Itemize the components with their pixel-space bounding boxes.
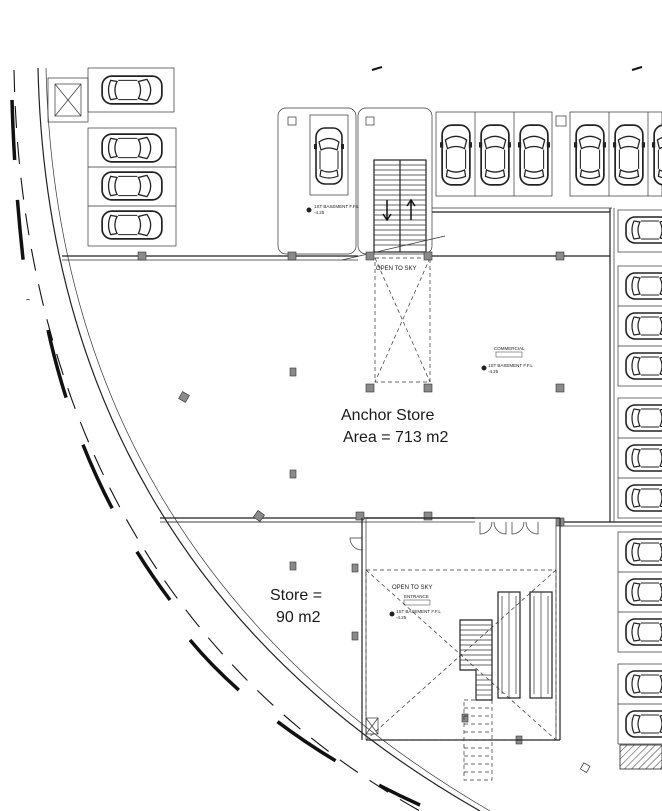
svg-text:-4.25: -4.25 [396, 615, 407, 620]
void-top: OPEN TO SKY [374, 257, 431, 383]
car-icon [440, 124, 472, 186]
anchor-store-name: Anchor Store [341, 407, 434, 424]
doors [349, 521, 539, 551]
svg-text:1ST BASEMENT F.F.L: 1ST BASEMENT F.F.L [314, 204, 359, 209]
car-icon [101, 133, 163, 163]
parking-right [617, 209, 662, 770]
arrow-down-icon [382, 200, 392, 222]
car-icon [625, 710, 662, 738]
parking-top-right [435, 111, 662, 197]
car-icon [479, 124, 511, 186]
commercial-marker: COMMERCIAL 1ST BASEMENT F.F.L -4.25 [481, 346, 533, 374]
car-icon [625, 484, 662, 512]
car-icon [625, 404, 662, 432]
car-icon [625, 312, 662, 340]
store-name: Store = [270, 587, 322, 604]
columns [137, 251, 591, 773]
car-icon [625, 670, 662, 698]
parking-bay-center: 1ST BASEMENT F.F.L -4.25 [277, 107, 359, 255]
parking-left [47, 67, 177, 247]
car-icon [101, 171, 163, 201]
car-icon [625, 578, 662, 606]
hatched-area [619, 744, 662, 770]
entrance-stairs [459, 619, 493, 781]
car-icon [613, 124, 645, 186]
svg-text:OPEN TO SKY: OPEN TO SKY [392, 585, 432, 591]
store-area: 90 m2 [276, 609, 321, 626]
svg-text:COMMERCIAL: COMMERCIAL [494, 346, 525, 351]
car-icon [518, 124, 550, 186]
car-icon [625, 352, 662, 380]
svg-text:-4.25: -4.25 [314, 210, 325, 215]
anchor-store-walls [62, 207, 662, 527]
arrow-up-icon [406, 198, 416, 220]
car-icon [625, 538, 662, 566]
car-icon [652, 124, 662, 186]
car-icon [625, 272, 662, 300]
entrance-lobby: OPEN TO SKY ENTRANCE 1ST BASEMENT F.F.L … [365, 517, 561, 741]
car-icon [314, 126, 344, 186]
escalators [497, 591, 553, 699]
car-icon [625, 444, 662, 472]
site-boundary [10, 67, 491, 811]
stair-core-top [341, 107, 446, 261]
store-room: Store = 90 m2 [168, 518, 367, 740]
svg-text:1ST BASEMENT F.F.L: 1ST BASEMENT F.F.L [396, 609, 441, 614]
car-icon [574, 124, 606, 186]
car-icon [625, 216, 662, 244]
level-marker: 1ST BASEMENT F.F.L -4.25 [306, 204, 359, 215]
svg-text:ENTRANCE: ENTRANCE [404, 594, 429, 599]
anchor-store-area: Area = 713 m2 [343, 429, 449, 446]
car-icon [101, 210, 163, 240]
car-icon [625, 618, 662, 646]
svg-text:1ST BASEMENT F.F.L: 1ST BASEMENT F.F.L [488, 363, 533, 368]
car-icon [101, 75, 163, 105]
svg-text:-4.25: -4.25 [488, 369, 499, 374]
svg-text:OPEN TO SKY: OPEN TO SKY [376, 266, 416, 272]
